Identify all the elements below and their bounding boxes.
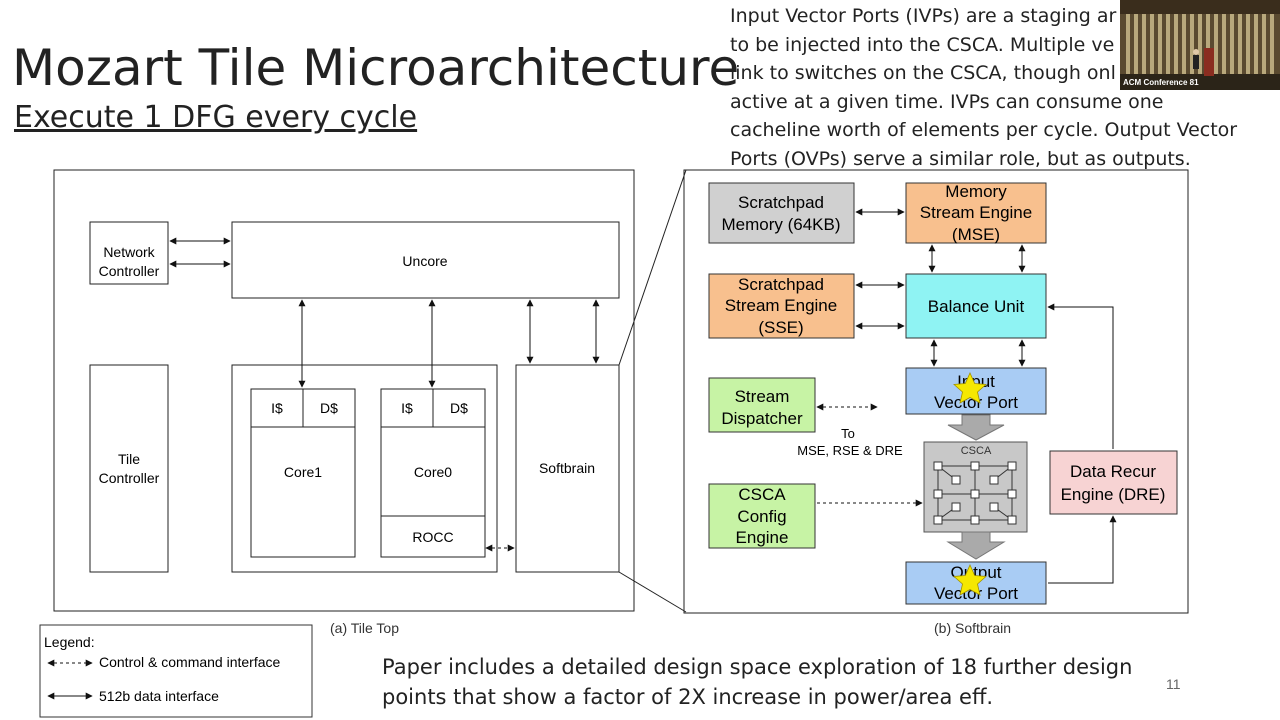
notes-line: Ports (OVPs) serve a similar role, but a… <box>730 147 1191 170</box>
data-arrow <box>1048 515 1117 584</box>
csca-config-label: CSCA <box>738 485 786 504</box>
tile-top-caption: (a) Tile Top <box>330 620 399 636</box>
ivp-label: Vector Port <box>934 393 1018 412</box>
network-controller-label: Network <box>103 244 155 260</box>
core0-label: Core0 <box>414 464 452 480</box>
core0-box: I$ D$ Core0 ROCC <box>380 388 486 558</box>
csca-config-label: Config <box>737 507 786 526</box>
star-icon <box>953 564 987 596</box>
zoom-line <box>618 169 687 366</box>
to-label: To <box>841 426 855 441</box>
legend-data-label: 512b data interface <box>99 688 219 704</box>
dre-label: Engine (DRE) <box>1061 485 1166 504</box>
csca-box: CSCA <box>923 441 1028 533</box>
notes-line: cacheline worth of elements per cycle. O… <box>730 119 1238 141</box>
notes-line: link to switches on the CSCA, though onl <box>730 62 1116 84</box>
scratchpad-memory-label: Scratchpad <box>738 193 824 212</box>
to-label: MSE, RSE & DRE <box>797 443 903 458</box>
stream-dispatcher-box: Stream Dispatcher <box>708 377 816 433</box>
csca-config-label: Engine <box>736 528 789 547</box>
uncore-box: Uncore <box>231 221 620 299</box>
network-controller-label: Controller <box>99 263 160 279</box>
mse-label: Stream Engine <box>920 203 1032 222</box>
csca-mesh <box>933 461 1017 525</box>
sse-label: (SSE) <box>758 318 803 337</box>
tile-top-frame <box>53 169 635 612</box>
tile-controller-label: Tile <box>118 451 140 467</box>
legend: Legend: Control & command interface 512b… <box>39 624 313 718</box>
csca-config-engine-box: CSCA Config Engine <box>708 483 816 549</box>
data-arrow <box>1047 303 1114 449</box>
uncore-label: Uncore <box>402 253 447 269</box>
auditorium-image <box>1120 0 1280 90</box>
core0-icache-label: I$ <box>401 400 413 416</box>
balance-unit-box: Balance Unit <box>905 273 1047 339</box>
footer-line: points that show a factor of 2X increase… <box>382 685 994 709</box>
memory-stream-engine-box: Memory Stream Engine (MSE) <box>905 182 1047 244</box>
block-arrow-down <box>947 414 1005 441</box>
dre-label: Data Recur <box>1070 462 1156 481</box>
video-label: ACM Conference 81 <box>1123 78 1199 87</box>
tile-controller-label: Controller <box>99 470 160 486</box>
notes-line: to be injected into the CSCA. Multiple v… <box>730 33 1115 56</box>
presenter-video-thumbnail[interactable]: ACM Conference 81 <box>1120 0 1280 90</box>
notes-line: Input Vector Ports (IVPs) are a staging … <box>730 5 1117 27</box>
page-number: 11 <box>1166 676 1181 692</box>
scratchpad-stream-engine-box: Scratchpad Stream Engine (SSE) <box>708 273 855 339</box>
legend-control-label: Control & command interface <box>99 654 281 670</box>
network-controller-box: Network Controller <box>89 221 169 285</box>
notes-line: active at a given time. IVPs can consume… <box>730 90 1164 113</box>
sse-label: Stream Engine <box>725 296 837 315</box>
core1-box: I$ D$ Core1 <box>250 388 356 558</box>
data-recur-engine-box: Data Recur Engine (DRE) <box>1049 450 1178 515</box>
rocc-label: ROCC <box>412 529 453 545</box>
slide-title: Mozart Tile Microarchitecture <box>12 39 740 97</box>
footer-text: Paper includes a detailed design space e… <box>382 652 1182 712</box>
softbrain-box: Softbrain <box>515 364 620 573</box>
core1-icache-label: I$ <box>271 400 283 416</box>
csca-label: CSCA <box>961 445 992 457</box>
softbrain-caption: (b) Softbrain <box>934 620 1011 636</box>
ovp-label: Vector Port <box>934 584 1018 603</box>
sse-label: Scratchpad <box>738 275 824 294</box>
zoom-line <box>618 571 687 613</box>
balance-unit-label: Balance Unit <box>928 297 1025 316</box>
legend-title: Legend: <box>44 634 95 650</box>
softbrain-frame <box>683 169 1189 614</box>
output-vector-port-box: Output Vector Port <box>905 561 1047 605</box>
star-icon <box>953 372 987 404</box>
slide-subtitle: Execute 1 DFG every cycle <box>14 100 418 135</box>
input-vector-port-box: Input Vector Port <box>905 367 1047 415</box>
speaker-notes-text: Input Vector Ports (IVPs) are a staging … <box>730 2 1278 173</box>
mse-label: (MSE) <box>952 225 1000 244</box>
tile-controller-box: Tile Controller <box>89 364 169 573</box>
stream-dispatcher-label: Stream <box>735 387 790 406</box>
footer-line: Paper includes a detailed design space e… <box>382 655 1133 679</box>
stream-dispatcher-label: Dispatcher <box>721 409 803 428</box>
core1-label: Core1 <box>284 464 322 480</box>
core0-dcache-label: D$ <box>450 400 468 416</box>
block-arrow-down <box>946 531 1006 560</box>
mse-label: Memory <box>945 182 1007 201</box>
core1-dcache-label: D$ <box>320 400 338 416</box>
scratchpad-memory-box: Scratchpad Memory (64KB) <box>708 182 855 244</box>
softbrain-label: Softbrain <box>539 460 595 476</box>
scratchpad-memory-label: Memory (64KB) <box>721 215 840 234</box>
